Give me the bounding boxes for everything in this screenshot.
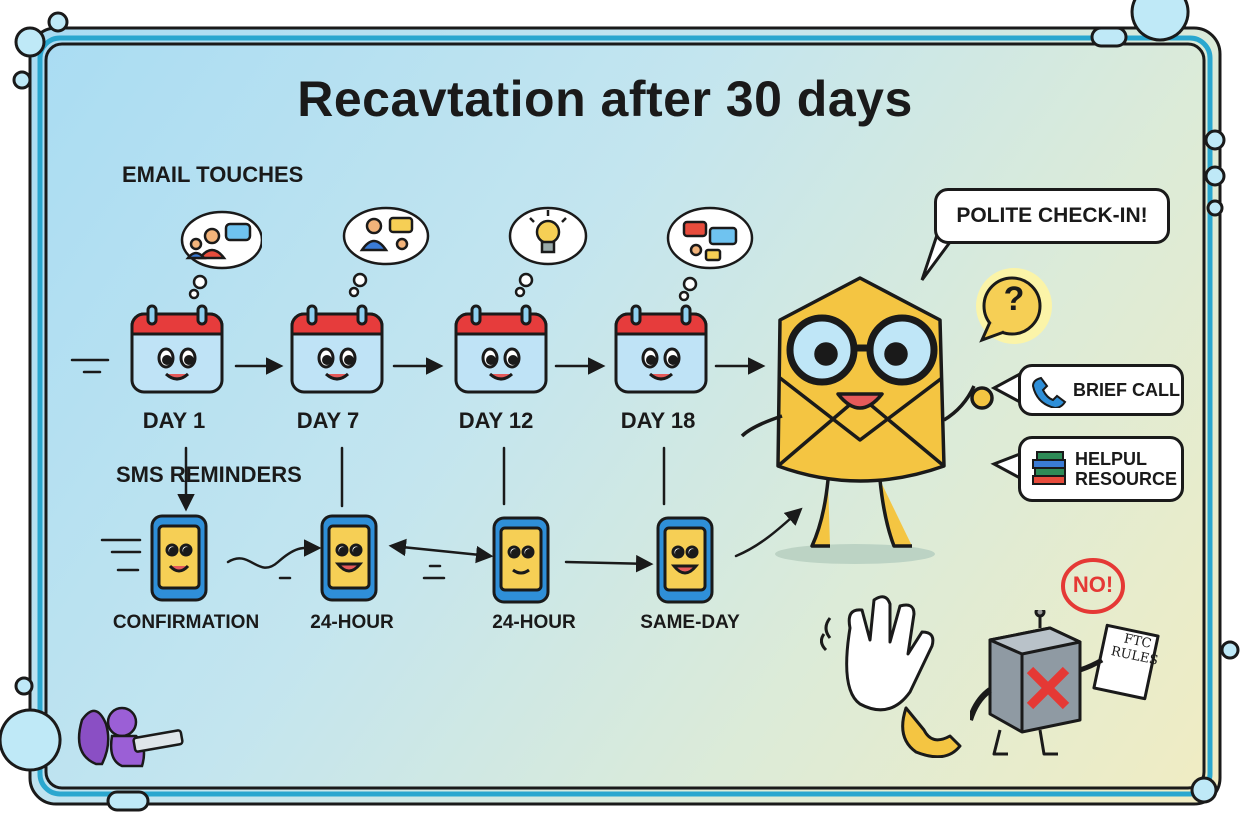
corner-swirl-bottom-left <box>0 708 62 772</box>
email-touch-label: DAY 1 <box>142 408 206 433</box>
lightbulb-icon <box>508 206 588 298</box>
email-touch-day-12 <box>448 196 598 396</box>
sms-section-label: SMS REMINDERS <box>116 462 302 487</box>
option-label: BRIEF CALL <box>1073 380 1180 400</box>
sms-reminder-label: CONFIRMATION <box>112 612 260 633</box>
speech-text: POLITE CHECK-IN! <box>956 204 1148 227</box>
sms-reminder-label: 24-HOUR <box>310 612 394 633</box>
email-touch-label: DAY 7 <box>296 408 360 433</box>
email-touch-label: DAY 12 <box>458 408 534 433</box>
sms-reminder-label: SAME-DAY <box>640 612 740 633</box>
calendar-icon <box>612 304 710 400</box>
phone-icon <box>318 512 380 608</box>
corner-swirl-top-right <box>1130 0 1190 42</box>
email-touch-day-18 <box>610 196 760 396</box>
question-bubble <box>966 266 1056 354</box>
no-stamp <box>1058 556 1128 620</box>
people-chat-icon <box>180 210 264 300</box>
option-label: HELPUL RESOURCE <box>1075 449 1178 489</box>
option-pointer <box>990 452 1021 480</box>
email-touch-day-7 <box>290 196 440 396</box>
squirrel-mascot <box>72 694 192 778</box>
speech-bubble: POLITE CHECK-IN! <box>934 188 1170 244</box>
helpful-resource-option: HELPUL RESOURCE <box>1018 436 1184 502</box>
sms-reminder-label: 24-HOUR <box>492 612 576 633</box>
calendar-icon <box>452 304 550 400</box>
stop-hand <box>819 588 990 762</box>
option-pointer <box>990 372 1021 404</box>
email-touch-day-1 <box>112 196 264 396</box>
meeting-icon <box>342 206 430 298</box>
no-stamp-text: NO! <box>1072 572 1114 597</box>
page-title: Recavtation after 30 days <box>297 71 913 127</box>
brief-call-option: BRIEF CALL <box>1018 364 1184 416</box>
email-touch-label: DAY 18 <box>620 408 696 433</box>
speech-tail <box>920 231 958 281</box>
calendar-icon <box>288 304 386 400</box>
phone-icon <box>148 512 210 608</box>
calendar-icon <box>128 304 226 400</box>
phone-icon <box>1031 376 1067 408</box>
envelope-mascot <box>720 270 1020 574</box>
phone-icon <box>654 514 716 610</box>
email-section-label: EMAIL TOUCHES <box>122 162 304 187</box>
question-mark: ? <box>1003 280 1025 318</box>
books-icon <box>1032 451 1066 485</box>
chat-bubbles-icon <box>666 206 754 302</box>
phone-icon <box>490 514 552 610</box>
robot <box>967 606 1170 764</box>
